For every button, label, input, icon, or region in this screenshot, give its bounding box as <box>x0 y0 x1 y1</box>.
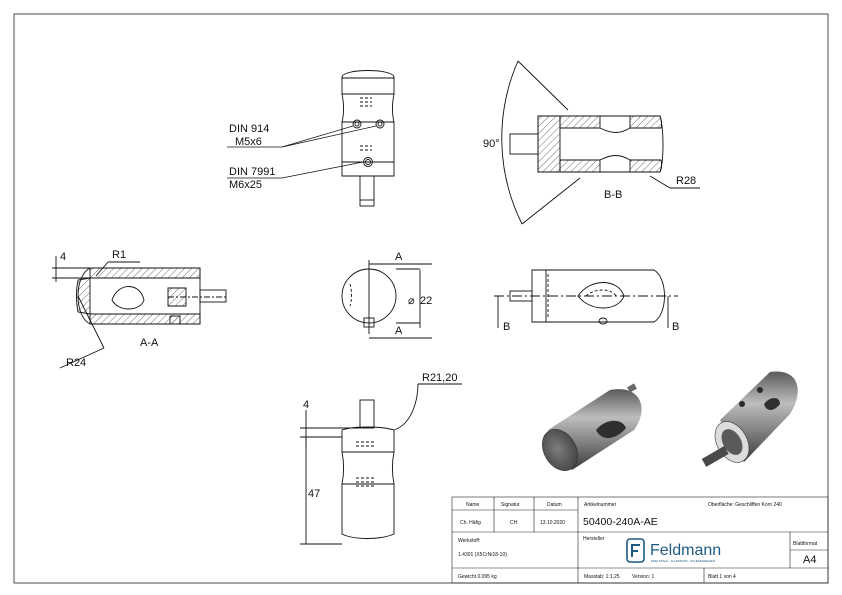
sheet-number: Blatt 1 von 4 <box>708 574 736 580</box>
angle-label: 90° <box>483 138 500 150</box>
material-value: 1.4301 (X5CrNi18-10) <box>458 552 507 558</box>
section-aa-label: A-A <box>140 337 159 349</box>
drawn-name: Ch. Häfig <box>460 520 481 526</box>
drawn-date: 13.10.2020 <box>540 520 565 526</box>
diameter-symbol: ⌀ <box>408 295 415 307</box>
feldmann-logo: Feldmann EDELSTAHL · ALUMINIUM · SCHMIED… <box>626 538 721 563</box>
drawing-frame <box>13 13 829 584</box>
r2120-label: R21,20 <box>422 372 457 384</box>
material-label: Werkstoff: <box>458 538 480 544</box>
title-block <box>451 496 829 584</box>
diameter-label: 22 <box>420 295 432 307</box>
cut-a-bottom-label: A <box>395 325 403 337</box>
din7991-label: DIN 7991 <box>229 166 275 178</box>
cut-a-top-label: A <box>395 251 403 263</box>
din914-label: DIN 914 <box>229 123 269 135</box>
brand-name: Feldmann <box>650 542 721 559</box>
r24-label: R24 <box>66 357 86 369</box>
format-value: A4 <box>803 554 816 566</box>
m5x6-label: M5x6 <box>235 136 262 148</box>
top-view <box>341 70 395 207</box>
front-view <box>300 383 462 545</box>
r1-label: R1 <box>112 249 126 261</box>
dim-4-left-label: 4 <box>60 251 66 263</box>
side-view <box>494 269 678 328</box>
end-view <box>341 260 432 339</box>
article-number: 50400-240A-AE <box>583 516 658 528</box>
m6x25-label: M6x25 <box>229 179 262 191</box>
col-signature: Signatur <box>501 502 520 508</box>
col-name: Name <box>466 502 480 508</box>
col-date: Datum <box>547 502 562 508</box>
cut-b-left-label: B <box>503 321 510 333</box>
scale: Masstab: 1:1.25 <box>584 574 620 580</box>
weight: Gewicht 0.095 kg <box>458 574 497 580</box>
section-aa-view <box>52 256 227 369</box>
format-label: Blattformat <box>793 541 818 547</box>
article-label: Artikelnummer <box>584 502 617 508</box>
screw-callout-leaders <box>227 125 377 179</box>
section-bb-label: B-B <box>604 189 622 201</box>
surface: Oberfläche: Geschliffen Korn 240 <box>708 502 782 508</box>
brand-tagline: EDELSTAHL · ALUMINIUM · SCHMIEDEEISEN <box>651 559 715 563</box>
isometric-render-1 <box>542 383 642 471</box>
manufacturer-label: Hersteller <box>583 536 605 542</box>
dim-4-bottom-label: 4 <box>303 399 309 411</box>
isometric-render-2 <box>701 371 798 467</box>
drawn-sign: CH <box>510 520 518 526</box>
dim-47-label: 47 <box>308 488 320 500</box>
version: Version: 1 <box>632 574 654 580</box>
r28-label: R28 <box>676 175 696 187</box>
section-bb-view <box>501 60 700 225</box>
cut-b-right-label: B <box>672 321 679 333</box>
